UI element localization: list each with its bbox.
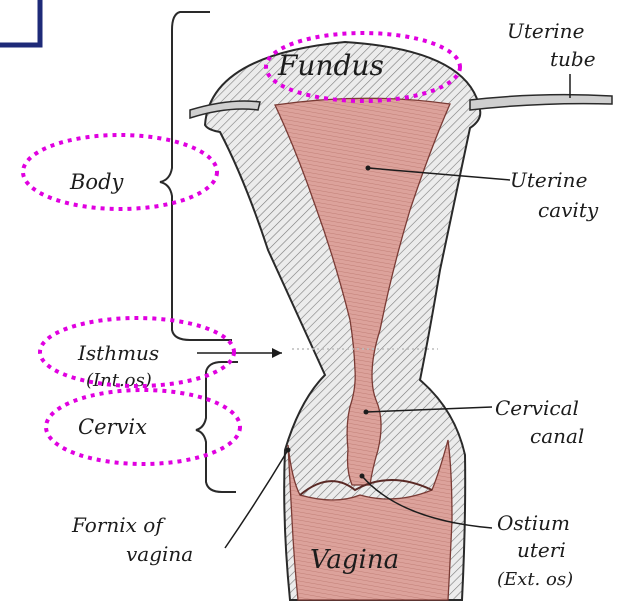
pointer-dot-ostium <box>360 474 365 479</box>
label-cervical-canal-2: canal <box>530 424 584 448</box>
label-cervical-canal-1: Cervical <box>495 396 579 420</box>
label-uterine-tube-1: Uterine <box>507 19 584 43</box>
label-ostium-1: Ostium <box>497 511 570 535</box>
label-cervix: Cervix <box>78 415 147 439</box>
cervix-bracket <box>196 362 238 492</box>
label-fornix-1: Fornix of <box>71 513 166 537</box>
label-fornix-2: vagina <box>126 542 193 566</box>
label-body: Body <box>69 170 125 194</box>
label-uterine-tube-2: tube <box>550 47 596 71</box>
label-uterine-cavity-1: Uterine <box>510 168 587 192</box>
uterine-tube-right <box>470 95 612 110</box>
body-bracket <box>160 12 232 340</box>
pointer-dot-canal <box>364 410 369 415</box>
corner-frame <box>0 0 40 45</box>
label-uterine-cavity-2: cavity <box>538 198 599 222</box>
label-ostium-2: uteri <box>517 538 566 562</box>
label-fundus: Fundus <box>277 49 384 82</box>
pointer-dot-fornix <box>286 448 291 453</box>
label-vagina: Vagina <box>310 545 399 575</box>
label-isthmus: Isthmus <box>77 341 159 365</box>
pointer-dot-cavity <box>366 166 371 171</box>
pointer-fornix <box>225 450 288 548</box>
label-ostium-3: (Ext. os) <box>497 569 573 590</box>
label-int-os: (Int.os) <box>86 370 152 391</box>
isthmus-arrowhead <box>272 348 282 358</box>
